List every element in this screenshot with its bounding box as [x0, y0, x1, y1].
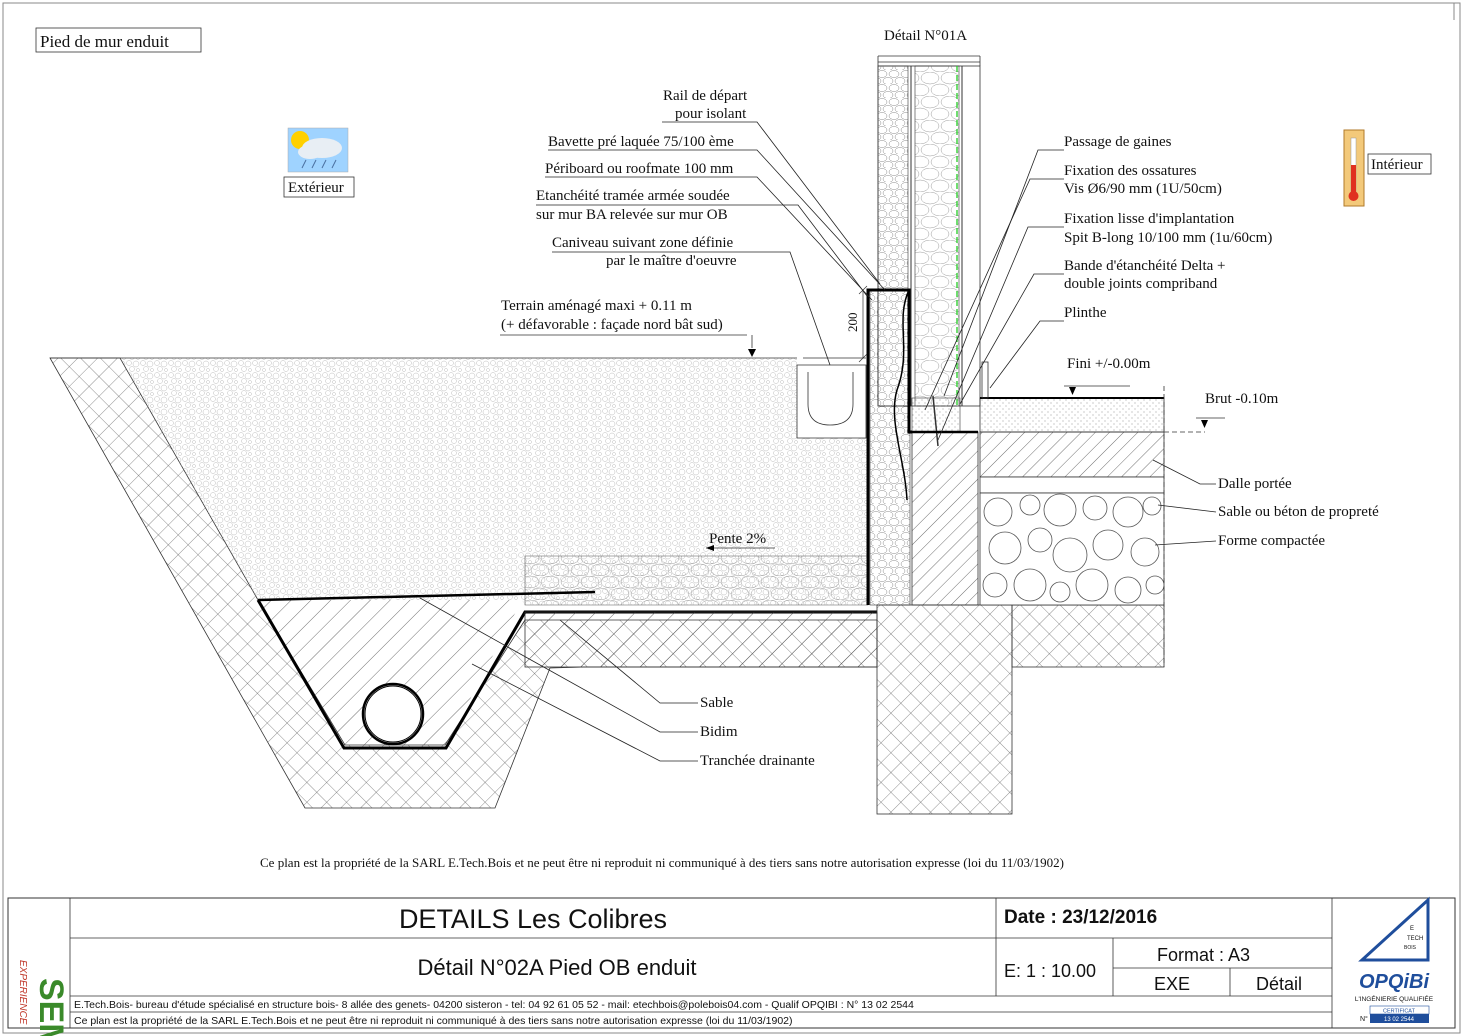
- callout-etancheite: Etanchéité tramée armée soudée: [536, 188, 730, 204]
- callout-bande-2: double joints compriband: [1064, 276, 1218, 292]
- callouts-floor: Dalle portée Sable ou béton de propreté …: [1152, 459, 1379, 549]
- drain-pipe: [361, 682, 425, 746]
- callout-etancheite-2: sur mur BA relevée sur mur OB: [536, 207, 728, 223]
- callout-fixation-lisse-2: Spit B-long 10/100 mm (1u/60cm): [1064, 230, 1272, 246]
- slope-label: Pente 2%: [709, 531, 766, 547]
- callout-periboard: Périboard ou roofmate 100 mm: [545, 161, 734, 177]
- floor-finish: [979, 397, 1165, 433]
- callout-bidim: Bidim: [700, 724, 738, 740]
- level-raw: Brut -0.10m: [1205, 391, 1279, 407]
- scale-field: E: 1 : 10.00: [1004, 961, 1096, 981]
- callout-bande: Bande d'étanchéité Delta +: [1064, 258, 1226, 274]
- callout-dalle: Dalle portée: [1218, 476, 1292, 492]
- gutter-caniveau: [796, 357, 867, 439]
- title-box: Pied de mur enduit: [35, 27, 202, 53]
- svg-text:13 02 2544: 13 02 2544: [1384, 1017, 1415, 1023]
- callout-rail-2: pour isolant: [675, 106, 747, 122]
- callout-tranchee: Tranchée drainante: [700, 753, 815, 769]
- callouts-right: Passage de gaines Fixation des ossatures…: [924, 134, 1272, 441]
- compacted-base: [979, 492, 1165, 606]
- type-field: Détail: [1256, 974, 1302, 994]
- detail-reference: Détail N°01A: [884, 28, 967, 44]
- opqibi-logo: E TECH BOIS OPQiBi L'INGÉNIERIE QUALIFIÉ…: [1355, 896, 1434, 1023]
- svg-text:OPQiBi: OPQiBi: [1359, 971, 1429, 993]
- footer-notice: Ce plan est la propriété de la SARL E.Te…: [74, 1015, 793, 1027]
- drain-trench: [258, 600, 522, 745]
- footer-company: E.Tech.Bois- bureau d'étude spécialisé e…: [74, 999, 914, 1011]
- callout-caniveau: Caniveau suivant zone définie: [552, 235, 734, 251]
- exterior-weather-icon: [287, 127, 349, 173]
- callouts-bottom: Sable Bidim Tranchée drainante: [419, 597, 815, 769]
- callout-forme: Forme compactée: [1218, 533, 1325, 549]
- callout-caniveau-2: par le maître d'oeuvre: [606, 253, 737, 269]
- section-drawing: Fini +/-0.00m Brut -0.10m Terrain aménag…: [49, 28, 1279, 815]
- callouts-left: Rail de départ pour isolant Bavette pré …: [536, 88, 886, 366]
- svg-text:TECH: TECH: [1407, 936, 1423, 942]
- callout-bavette: Bavette pré laquée 75/100 ème: [548, 134, 734, 150]
- dimension-200: 200: [845, 313, 860, 333]
- callout-sable: Sable: [700, 695, 734, 711]
- callout-fixation-lisse: Fixation lisse d'implantation: [1064, 211, 1235, 227]
- callout-fixation-ossatures-2: Vis Ø6/90 mm (1U/50cm): [1064, 181, 1222, 197]
- thermometer-icon: [1343, 129, 1365, 207]
- project-title: DETAILS Les Colibres: [399, 904, 667, 934]
- svg-text:L'INGÉNIERIE QUALIFIÉE: L'INGÉNIERIE QUALIFIÉE: [1355, 994, 1434, 1003]
- sand-layer: [524, 555, 869, 606]
- title-block: SEMA EXPERIENCE DETAILS Les Colibres Dét…: [7, 896, 1456, 1036]
- sema-logo: SEMA EXPERIENCE: [17, 960, 70, 1036]
- format-field: Format : A3: [1157, 945, 1250, 965]
- svg-text:BOIS: BOIS: [1404, 945, 1417, 951]
- callout-plinthe: Plinthe: [1064, 305, 1107, 321]
- property-notice: Ce plan est la propriété de la SARL E.Te…: [260, 855, 1064, 870]
- sand-bed: [979, 476, 1165, 494]
- terrain-fill: [120, 358, 868, 605]
- svg-text:E: E: [1410, 926, 1414, 932]
- svg-text:EXPERIENCE: EXPERIENCE: [17, 960, 28, 1025]
- detail-name: Détail N°02A Pied OB enduit: [417, 955, 696, 980]
- terrain-line2: (+ défavorable : façade nord bât sud): [501, 317, 723, 333]
- callout-fixation-ossatures: Fixation des ossatures: [1064, 163, 1197, 179]
- foundation-footing: [524, 611, 878, 668]
- concrete-wall: [911, 431, 979, 606]
- title-text: Pied de mur enduit: [40, 32, 169, 51]
- callout-rail: Rail de départ: [663, 88, 748, 104]
- svg-text:N°: N°: [1360, 1015, 1368, 1023]
- phase-field: EXE: [1154, 974, 1190, 994]
- callout-gaines: Passage de gaines: [1064, 134, 1172, 150]
- svg-text:CERTIFICAT: CERTIFICAT: [1383, 1009, 1416, 1015]
- exterior-label: Extérieur: [283, 176, 355, 198]
- level-finished: Fini +/-0.00m: [1067, 356, 1151, 372]
- svg-text:Extérieur: Extérieur: [288, 180, 344, 196]
- callout-sable-beton: Sable ou béton de propreté: [1218, 504, 1379, 520]
- svg-text:SEMA: SEMA: [32, 978, 70, 1036]
- interior-label: Intérieur: [1367, 153, 1432, 175]
- slab-dalle: [979, 431, 1165, 478]
- svg-text:Intérieur: Intérieur: [1371, 157, 1423, 173]
- date-field: Date : 23/12/2016: [1004, 907, 1157, 928]
- terrain-line1: Terrain aménagé maxi + 0.11 m: [501, 298, 692, 314]
